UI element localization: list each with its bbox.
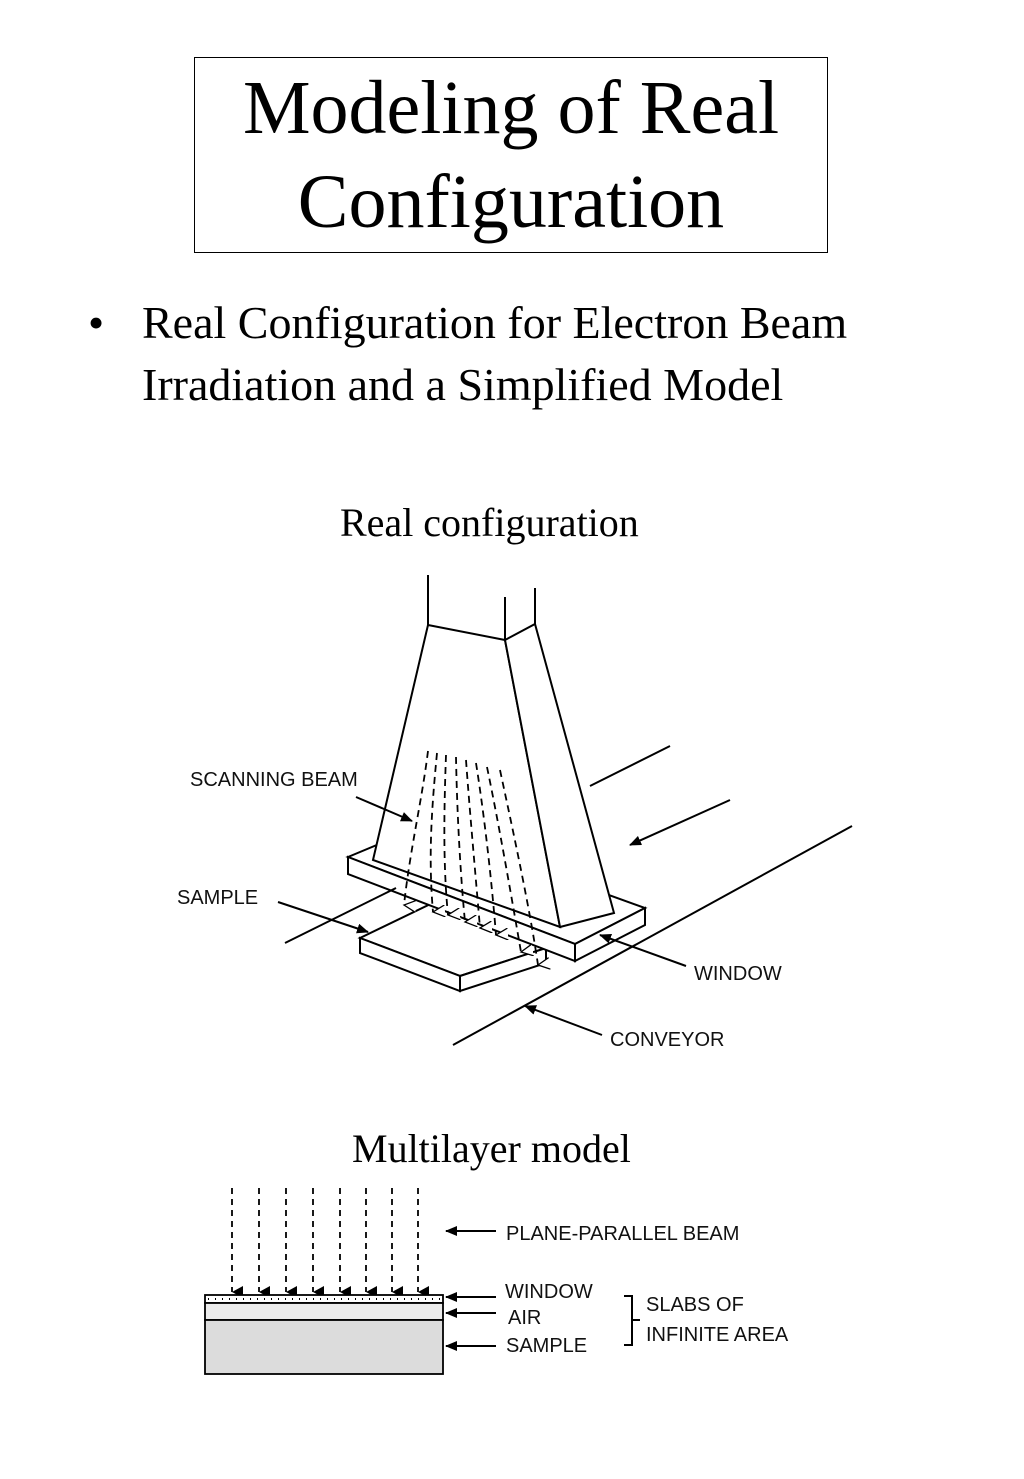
horn-arrow	[629, 799, 731, 846]
scanning-beam	[404, 750, 538, 965]
window-arrow	[599, 934, 687, 967]
label-ml-window: WINDOW	[505, 1281, 593, 1303]
sample-arrow	[277, 901, 369, 934]
window-layer	[204, 1294, 444, 1304]
label-conveyor: CONVEYOR	[610, 1029, 724, 1051]
label-ml-sample: SAMPLE	[506, 1335, 587, 1357]
bullet-marker: •	[88, 297, 105, 348]
label-slabs-line-2: INFINITE AREA	[646, 1324, 789, 1346]
bullet-item: • Real Configuration for Electron Beam I…	[88, 292, 948, 416]
slide-title-box: Modeling of Real Configuration	[194, 57, 828, 253]
conveyor-arrow	[524, 1005, 603, 1036]
label-slabs-line-1: SLABS OF	[646, 1294, 744, 1316]
label-ml-air: AIR	[508, 1307, 541, 1329]
conveyor-rail	[452, 825, 853, 1046]
multilayer-caption: Multilayer model	[352, 1126, 631, 1171]
scanning-beam-arrow	[355, 796, 413, 822]
plane-parallel-beam	[231, 1188, 429, 1298]
sample-layer	[204, 1319, 444, 1375]
slabs-bracket	[624, 1295, 633, 1346]
label-scanning-beam: SCANNING BEAM	[190, 769, 358, 791]
sample-support-line	[284, 887, 397, 944]
real-config-diagram	[277, 575, 853, 1046]
label-sample: SAMPLE	[177, 887, 258, 909]
air-layer	[204, 1302, 444, 1321]
multilayer-diagram	[204, 1188, 640, 1375]
label-plane-parallel-beam: PLANE-PARALLEL BEAM	[506, 1223, 739, 1245]
accelerator-edge-line	[589, 745, 671, 787]
slide-title-line-1: Modeling of Real	[242, 66, 780, 150]
real-config-caption: Real configuration	[340, 500, 639, 545]
bullet-text: Real Configuration for Electron Beam Irr…	[142, 297, 848, 410]
slide-title-line-2: Configuration	[297, 160, 725, 244]
label-window: WINDOW	[694, 963, 782, 985]
